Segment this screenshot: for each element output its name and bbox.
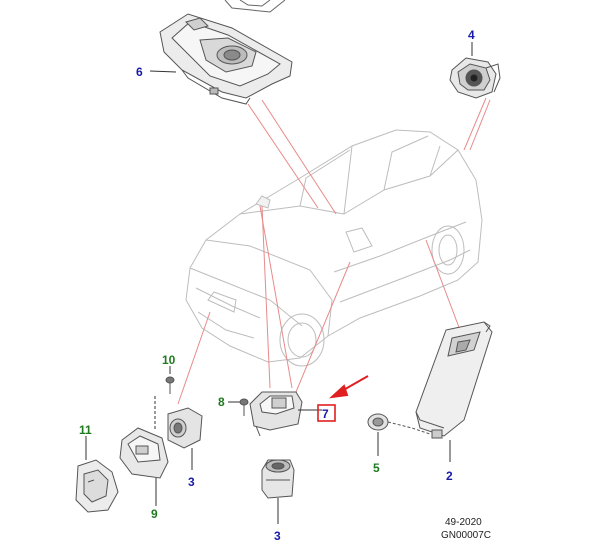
part-7-bracket[interactable]	[249, 391, 322, 437]
part-7-highlight-box	[317, 404, 336, 422]
cropped-part-fragment	[224, 0, 286, 13]
callout-9: 9	[151, 507, 158, 521]
part-10-screw[interactable]	[154, 366, 175, 430]
part-2-control-module[interactable]	[415, 321, 493, 462]
vehicle-outline	[185, 129, 483, 367]
part-6-overhead-module[interactable]	[159, 13, 293, 105]
callout-8: 8	[218, 395, 225, 409]
callout-10: 10	[162, 353, 176, 367]
leader-lines	[177, 97, 491, 405]
part-8-screw[interactable]	[228, 398, 249, 416]
footer-date-code: 49-2020	[445, 517, 482, 528]
part-5-clip[interactable]	[367, 413, 431, 456]
footer-diagram-code: GN00007C	[441, 530, 492, 541]
callout-leaders	[149, 70, 177, 73]
part-3-sensor-lower[interactable]	[261, 459, 295, 524]
callout-3-left: 3	[188, 475, 195, 489]
part-3-sensor-left[interactable]	[167, 407, 203, 470]
callout-4: 4	[468, 28, 475, 42]
highlight-arrow	[328, 375, 369, 399]
part-11-trim-cover[interactable]	[75, 436, 119, 513]
callout-5: 5	[373, 461, 380, 475]
callout-11: 11	[79, 423, 92, 437]
callout-7: 7	[322, 407, 329, 421]
part-9-bracket[interactable]	[119, 427, 169, 506]
callout-6: 6	[136, 65, 143, 79]
part-4-camera-module[interactable]	[449, 42, 501, 99]
callout-3-lower: 3	[274, 529, 281, 543]
callout-2: 2	[446, 469, 453, 483]
